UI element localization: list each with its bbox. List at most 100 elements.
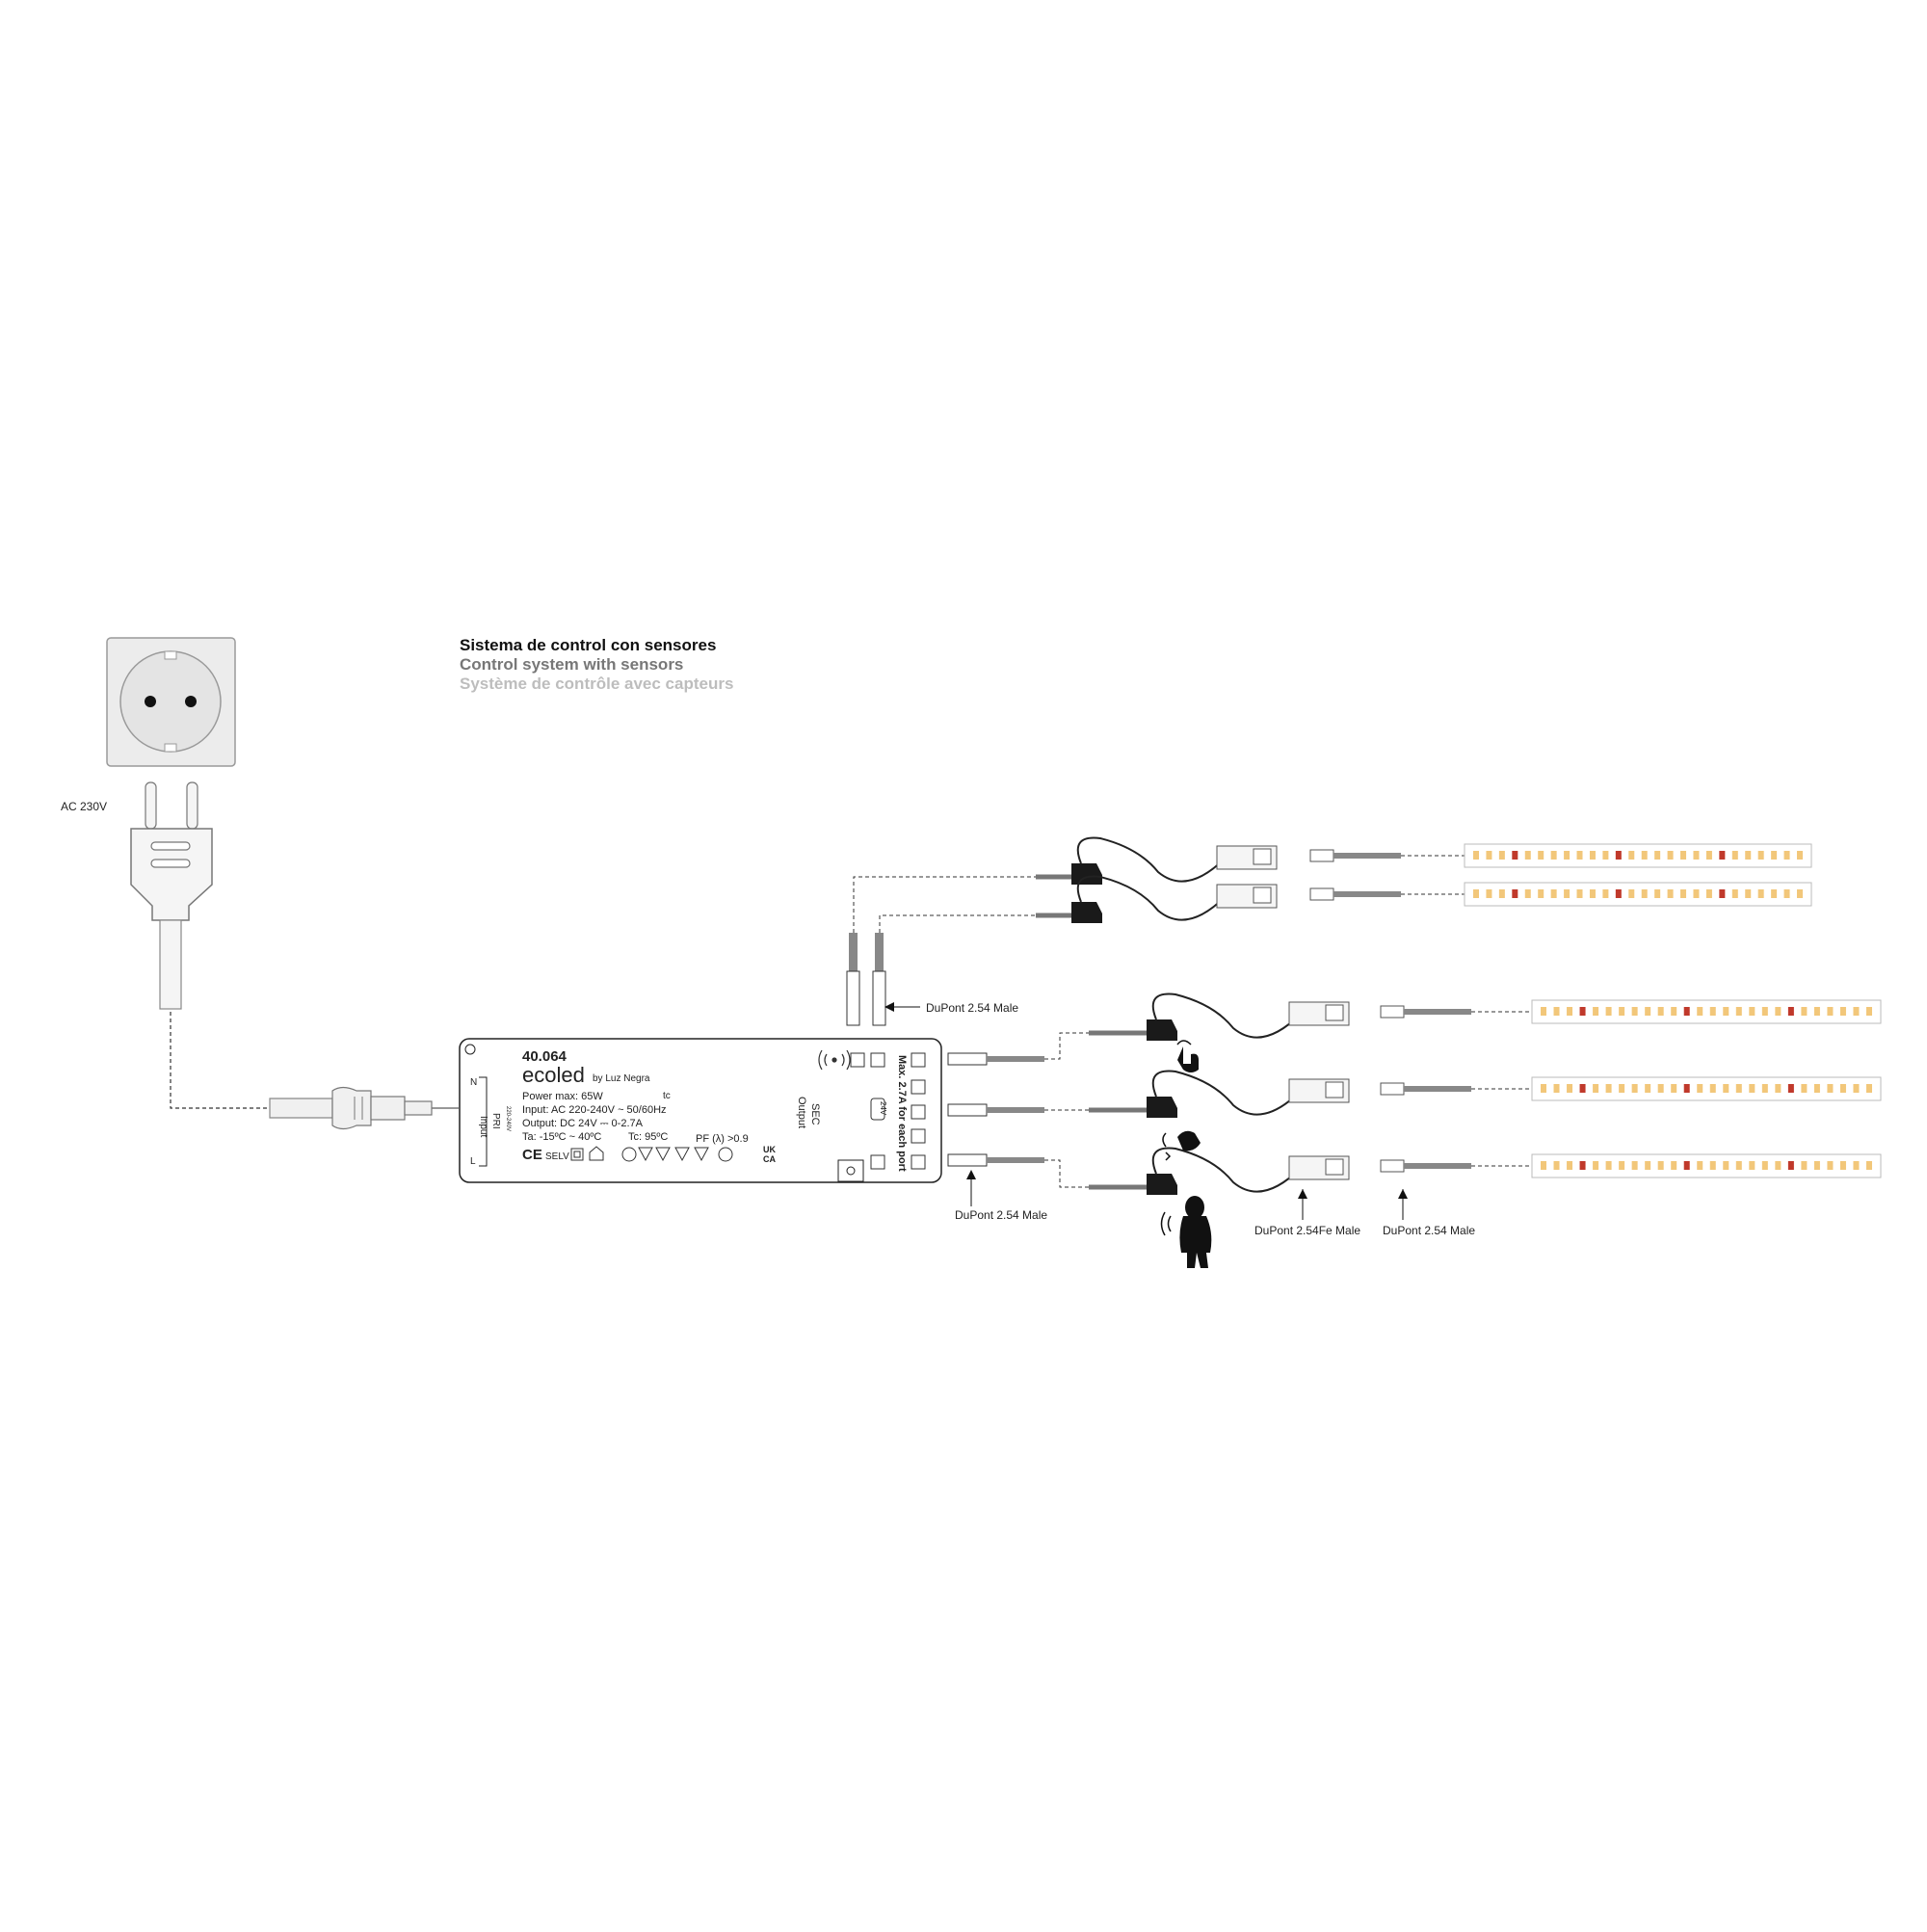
led-chip xyxy=(1473,851,1479,860)
led-chip xyxy=(1567,1084,1573,1093)
led-chip xyxy=(1486,889,1492,898)
led-chip xyxy=(1645,1161,1651,1170)
led-chip xyxy=(1628,889,1635,898)
led-chip xyxy=(1602,889,1609,898)
driver-model: 40.064 xyxy=(522,1048,567,1065)
led-chip xyxy=(1813,1084,1820,1093)
led-chip xyxy=(1541,1084,1546,1093)
led-chip xyxy=(1735,1084,1742,1093)
led-chip xyxy=(1473,889,1479,898)
male-connector xyxy=(1380,1082,1405,1096)
strip-male-label: DuPont 2.54 Male xyxy=(1383,1224,1476,1237)
title-english: Control system with sensors xyxy=(460,655,684,674)
led-chip xyxy=(1589,851,1596,860)
male-connector-wire xyxy=(1404,1009,1471,1015)
sensor-cable xyxy=(1076,836,1227,883)
output-sec-label: SEC xyxy=(809,1103,821,1125)
led-chip xyxy=(1619,1007,1625,1016)
mains-plug xyxy=(130,781,213,1010)
input-pri-label: PRI xyxy=(490,1113,501,1129)
led-chip xyxy=(1761,1007,1768,1016)
led-chip xyxy=(1683,1084,1690,1093)
led-chip xyxy=(1524,889,1531,898)
input-n-label: N xyxy=(470,1077,478,1088)
led-chip xyxy=(1541,1161,1546,1170)
led-chip xyxy=(1839,1007,1846,1016)
led-chip xyxy=(1553,1161,1560,1170)
led-chip xyxy=(1619,1084,1625,1093)
female-male-label: DuPont 2.54Fe Male xyxy=(1254,1224,1361,1237)
led-chip xyxy=(1745,889,1752,898)
led-chip xyxy=(1641,889,1648,898)
led-chip xyxy=(1853,1084,1860,1093)
led-chip xyxy=(1498,889,1505,898)
male-connector-wire xyxy=(1404,1163,1471,1169)
male-connector-wire xyxy=(1333,891,1401,897)
led-chip xyxy=(1853,1161,1860,1170)
top-dupont-pins xyxy=(846,876,1036,1026)
output-label: Output xyxy=(796,1097,807,1129)
led-chip xyxy=(1657,1161,1664,1170)
led-chip xyxy=(1709,1007,1716,1016)
led-chip xyxy=(1761,1161,1768,1170)
male-connector-wire xyxy=(1333,853,1401,859)
led-chip xyxy=(1538,889,1544,898)
led-chip xyxy=(1761,1084,1768,1093)
led-chip xyxy=(1705,851,1712,860)
led-chip xyxy=(1723,1007,1729,1016)
led-strip xyxy=(1531,1153,1882,1178)
led-chip xyxy=(1615,889,1622,898)
mains-voltage-label: AC 230V xyxy=(61,800,108,813)
led-chip xyxy=(1589,889,1596,898)
led-chip xyxy=(1813,1007,1820,1016)
led-chip xyxy=(1787,1084,1794,1093)
led-chip xyxy=(1564,889,1571,898)
driver-brand: ecoled xyxy=(522,1063,585,1087)
led-chip xyxy=(1735,1007,1742,1016)
led-chip xyxy=(1705,889,1712,898)
led-chip xyxy=(1541,1007,1546,1016)
led-chip xyxy=(1654,851,1661,860)
led-chip xyxy=(1576,851,1583,860)
led-chip xyxy=(1813,1161,1820,1170)
led-chip xyxy=(1602,851,1609,860)
led-chip xyxy=(1719,851,1726,860)
male-connector xyxy=(1380,1159,1405,1173)
led-chip xyxy=(1775,1084,1782,1093)
led-chip xyxy=(1641,851,1648,860)
ce-mark: CE xyxy=(522,1147,542,1163)
led-chip xyxy=(1605,1007,1612,1016)
sensor-row-5 xyxy=(1089,1147,1882,1195)
wireless-icon xyxy=(818,1049,851,1071)
output-ports xyxy=(850,1052,926,1170)
female-connector-slot xyxy=(1253,887,1272,904)
driver-output-dupont-label: DuPont 2.54 Male xyxy=(955,1208,1048,1222)
driver-pf: PF (λ) >0.9 xyxy=(696,1133,749,1145)
driver-brand-suffix: by Luz Negra xyxy=(593,1073,650,1084)
sensor-row-2 xyxy=(1036,875,1812,923)
led-strip xyxy=(1464,843,1812,868)
cert-icons xyxy=(570,1146,733,1162)
led-strip xyxy=(1531,1076,1882,1101)
led-chip xyxy=(1683,1161,1690,1170)
led-chip xyxy=(1709,1084,1716,1093)
led-chip xyxy=(1579,1084,1586,1093)
led-chip xyxy=(1801,1084,1808,1093)
output-voltage-label: 24V xyxy=(879,1101,887,1116)
led-chip xyxy=(1671,1084,1677,1093)
led-chip xyxy=(1593,1007,1599,1016)
led-chip xyxy=(1693,851,1700,860)
led-chip xyxy=(1553,1084,1560,1093)
led-chip xyxy=(1524,851,1531,860)
led-chip xyxy=(1719,889,1726,898)
driver-output-leads xyxy=(947,1032,1089,1206)
sensor-cable xyxy=(1151,1147,1302,1193)
uk-mark: UK xyxy=(763,1145,776,1154)
led-chip xyxy=(1749,1161,1755,1170)
led-strip xyxy=(1531,999,1882,1024)
title-french: Système de contrôle avec capteurs xyxy=(460,675,734,693)
led-chip xyxy=(1787,1161,1794,1170)
selv-mark: SELV xyxy=(545,1151,569,1162)
input-voltage-label: 220-240V xyxy=(505,1106,511,1132)
